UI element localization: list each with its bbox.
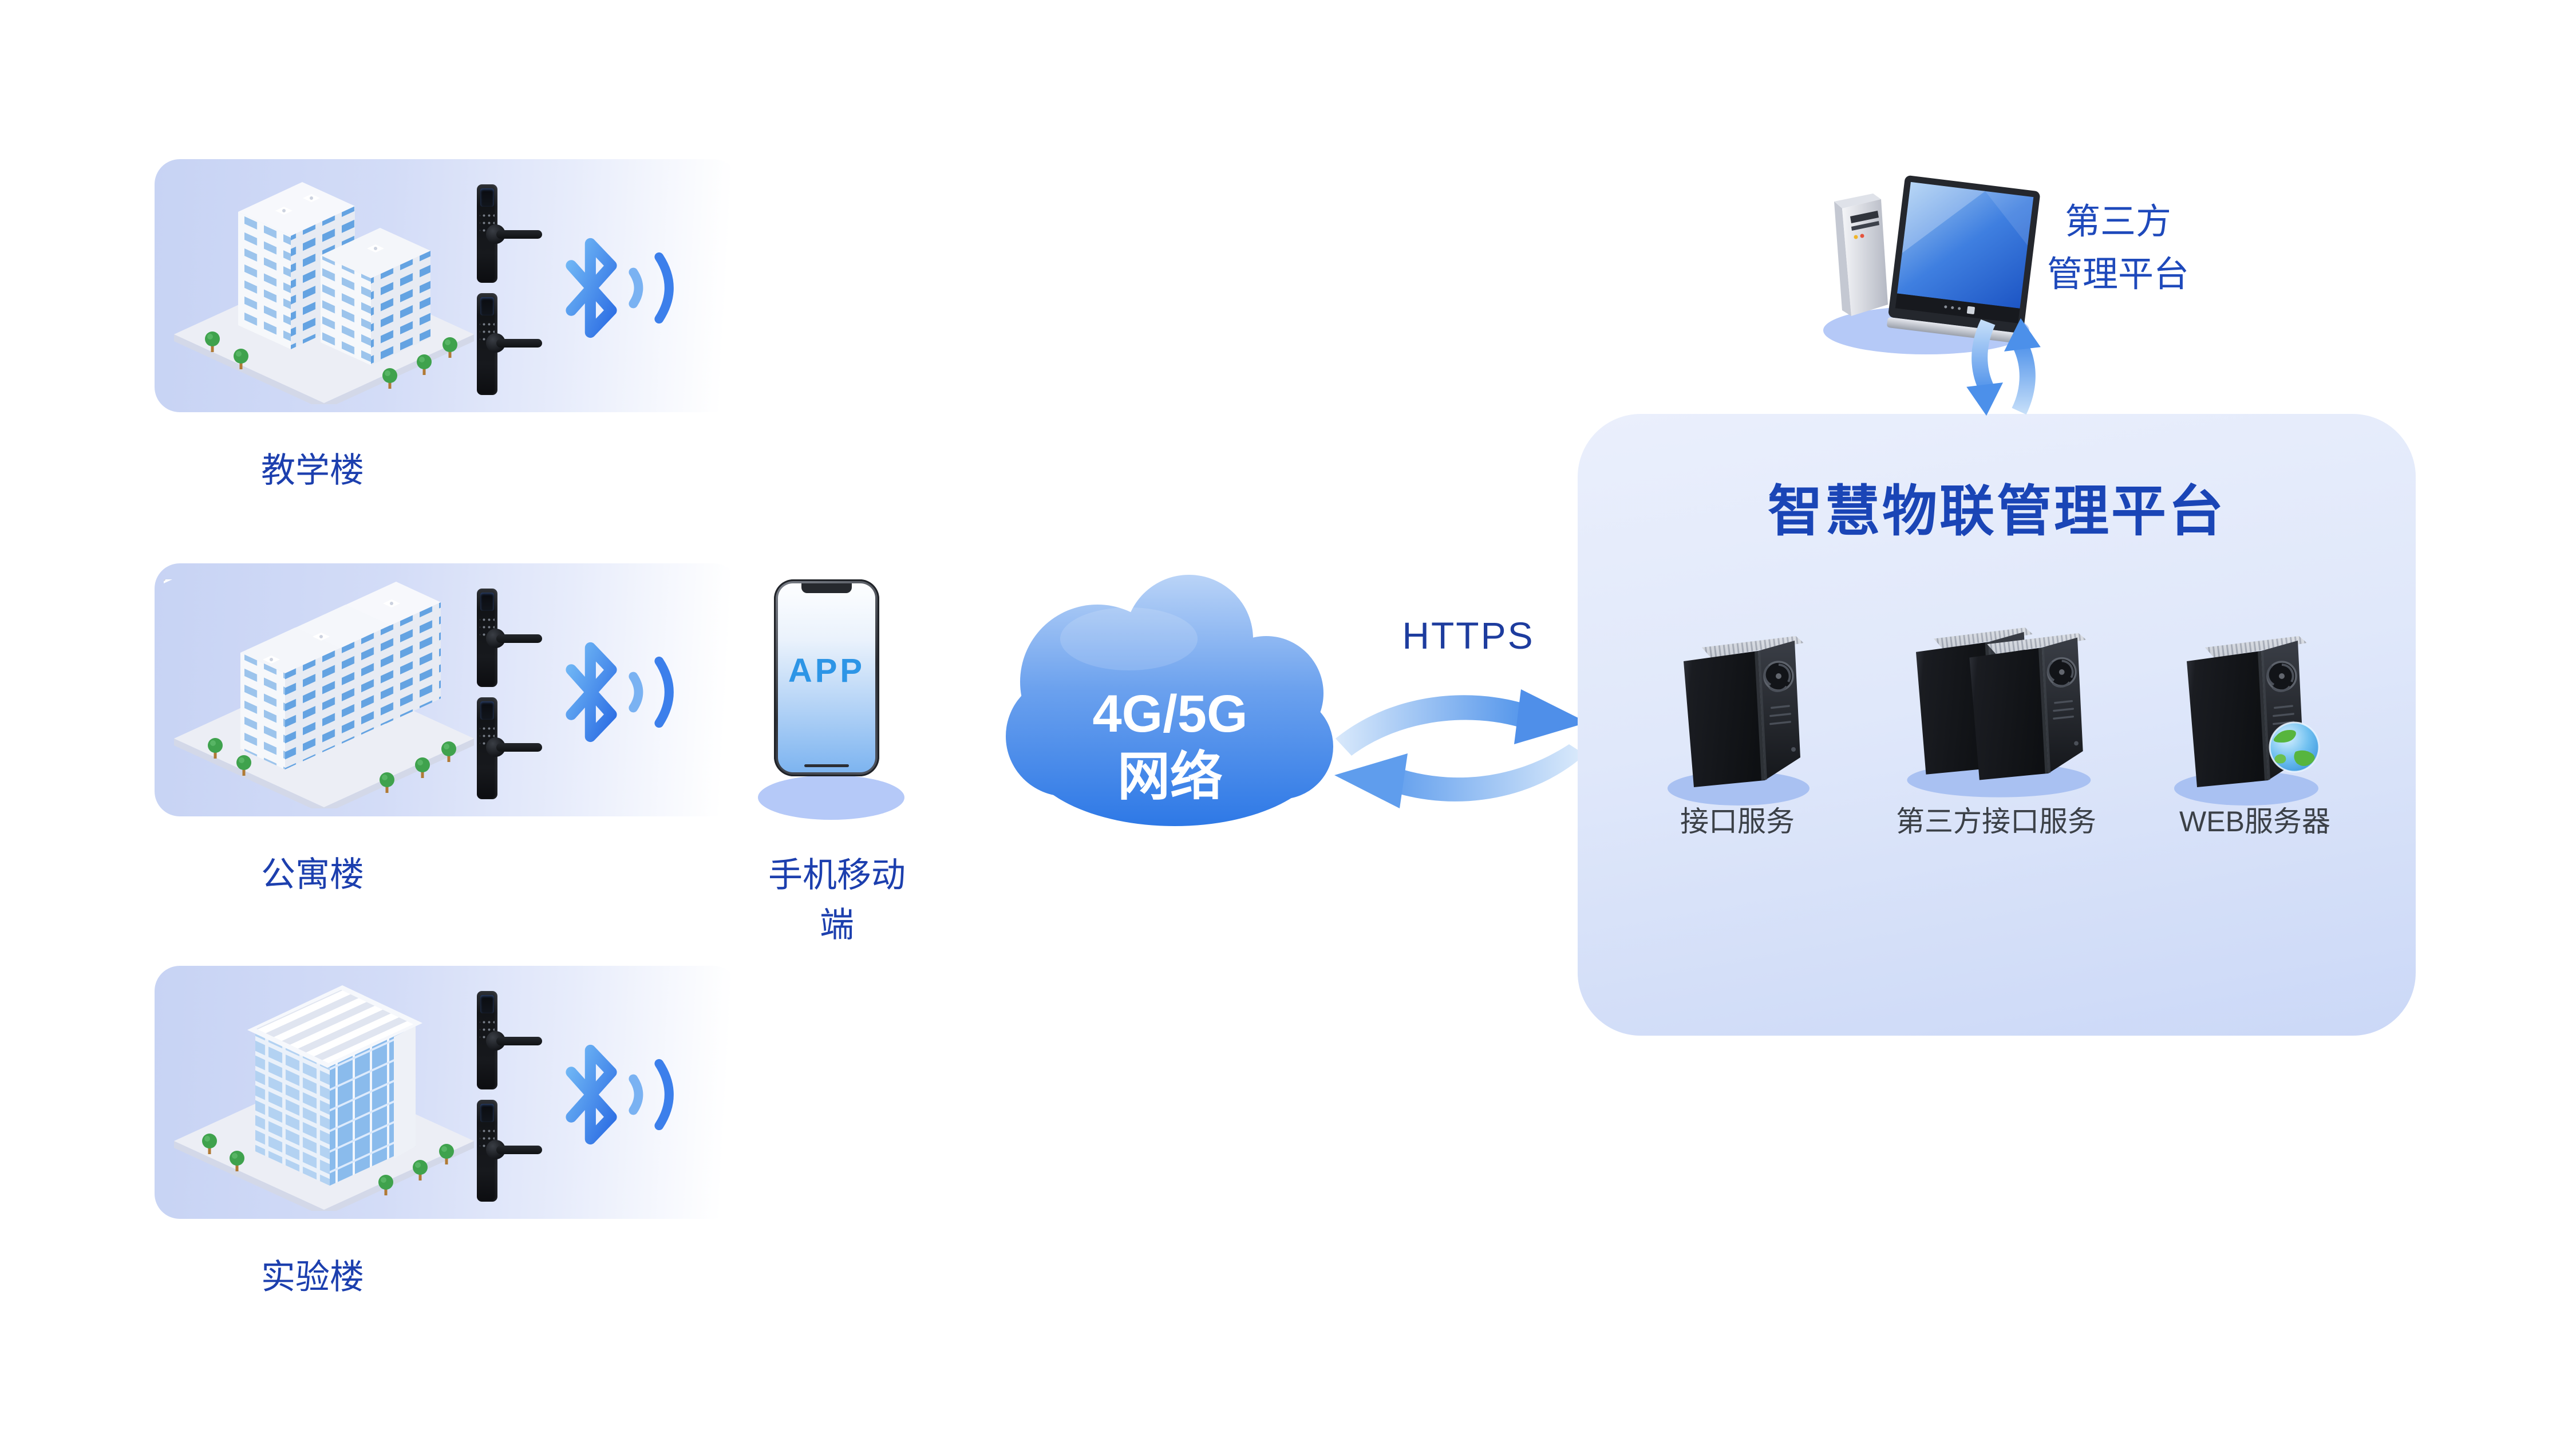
smart-door-lock-icon (477, 184, 542, 283)
teaching-building-icon (174, 182, 474, 404)
server-label: 接口服务 (1680, 806, 1795, 838)
smart-lock-group (477, 159, 563, 412)
phone-home-indicator (804, 764, 849, 767)
building-row-laboratory: 实验楼 (155, 966, 893, 1321)
arrow-up-icon (2004, 318, 2041, 415)
smart-door-lock-icon (477, 293, 542, 395)
phone-notch (801, 583, 852, 593)
lock-handle (486, 629, 544, 649)
lock-handle (486, 224, 544, 245)
smart-door-lock-icon (477, 1100, 542, 1202)
third-party-label: 第三方 管理平台 (2026, 196, 2210, 301)
server-label: 第三方接口服务 (1896, 806, 2096, 838)
lock-screen (480, 995, 494, 1013)
app-label: APP (788, 652, 866, 689)
arrow-right-icon (1336, 689, 1587, 756)
building-row-teaching: 教学楼 (155, 159, 893, 514)
smart-lock-group (477, 966, 563, 1219)
globe-icon (2269, 721, 2320, 773)
https-label: HTTPS (1402, 614, 1535, 657)
building-label: 公寓楼 (261, 855, 364, 894)
lock-handle (486, 737, 544, 758)
smart-lock-group (477, 563, 563, 816)
sync-arrows-horizontal (1334, 689, 1587, 808)
cloud-label-line1: 4G/5G (1092, 685, 1247, 743)
sync-arrows-vertical (1966, 318, 2041, 416)
arrow-left-icon (1334, 744, 1585, 808)
third-party-label-line1: 第三方 (2064, 202, 2171, 242)
laboratory-building-icon (174, 985, 474, 1211)
bluetooth-icon (548, 237, 692, 339)
apartment-building-icon (164, 579, 474, 808)
server-icon-interface (1668, 635, 1809, 806)
lock-screen (480, 297, 494, 315)
bluetooth-icon (548, 1044, 692, 1146)
smart-door-lock-icon (477, 697, 542, 799)
phone-shadow (758, 775, 904, 820)
server-icon-web (2174, 635, 2320, 806)
lock-screen (480, 593, 494, 611)
third-party-label-line2: 管理平台 (2046, 255, 2189, 294)
lock-screen (480, 1104, 494, 1122)
third-party-computer-icon (1823, 175, 2040, 354)
server-icon-third-party (1907, 626, 2091, 797)
arrow-down-icon (1966, 319, 2004, 416)
mobile-group: APP 手机移动端 (757, 577, 917, 944)
lock-handle (486, 333, 544, 354)
platform-panel: 智慧物联管理平台 接口服务 第三方接口服务 WEB服务器 (1578, 414, 2416, 1036)
platform-title: 智慧物联管理平台 (1768, 481, 2226, 542)
lock-screen (480, 188, 494, 207)
bluetooth-icon (548, 641, 692, 743)
lock-handle (486, 1031, 544, 1052)
server-label: WEB服务器 (2179, 806, 2330, 838)
mobile-label: 手机移动端 (768, 856, 906, 944)
lock-screen (480, 701, 494, 720)
building-label: 教学楼 (261, 451, 364, 489)
phone-screen: APP (778, 583, 875, 772)
building-label: 实验楼 (261, 1258, 364, 1296)
cloud-label-line2: 网络 (1117, 748, 1223, 806)
smart-door-lock-icon (477, 589, 542, 687)
network-cloud-icon: 4G/5G 网络 (1006, 575, 1333, 826)
smart-door-lock-icon (477, 991, 542, 1089)
building-row-apartment: 公寓楼 (155, 563, 893, 918)
smartphone-icon: APP (774, 579, 879, 776)
lock-handle (486, 1140, 544, 1160)
